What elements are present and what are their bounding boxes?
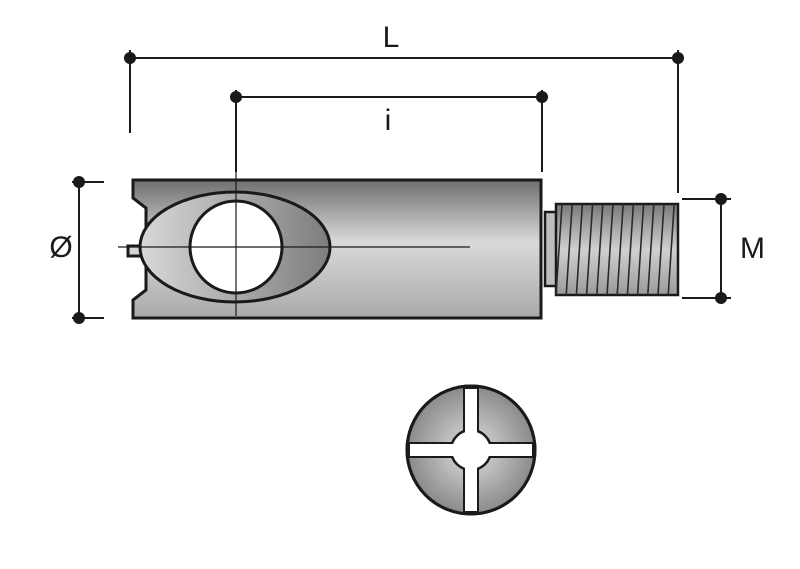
thread-crest-line: [657, 203, 665, 296]
dimension-diameter-label: Ø: [49, 231, 72, 264]
thread-crests: [555, 203, 675, 296]
dimension-thread-bottom-dot: [715, 292, 727, 304]
end-view-horizontal-slot-fill: [410, 444, 532, 456]
dimension-diameter: Ø: [49, 176, 104, 324]
threaded-shank: [543, 202, 680, 297]
thread-body: [554, 202, 680, 297]
thread-crest-line: [647, 203, 655, 296]
thread-crest-line: [555, 203, 563, 296]
dimension-l-label: L: [383, 21, 400, 54]
dimension-thread-label: M: [740, 232, 765, 265]
dimension-l-left-dot: [124, 52, 136, 64]
dimension-i-label: i: [385, 104, 392, 137]
thread-crest-line: [596, 203, 604, 296]
end-view-rim: [405, 384, 537, 516]
dimension-diameter-bottom-dot: [73, 312, 85, 324]
dimension-diameter-top-dot: [73, 176, 85, 188]
thread-crest-line: [626, 203, 635, 296]
thread-crest-line: [667, 203, 675, 296]
dimension-i-left-dot: [230, 91, 242, 103]
dimension-i: i: [230, 90, 548, 172]
thread-crest-line: [565, 203, 573, 296]
thread-crest-line: [575, 203, 584, 296]
thread-crest-line: [616, 203, 624, 296]
end-view: [405, 384, 537, 516]
dimension-l: L: [124, 21, 684, 193]
thread-crest-line: [636, 203, 645, 296]
dimension-l-right-dot: [672, 52, 684, 64]
dimension-i-right-dot: [536, 91, 548, 103]
thread-crest-line: [585, 203, 594, 296]
dimension-thread: M: [682, 193, 765, 304]
screw-body: [118, 172, 543, 320]
thread-crest-line: [606, 203, 614, 296]
dimension-thread-top-dot: [715, 193, 727, 205]
